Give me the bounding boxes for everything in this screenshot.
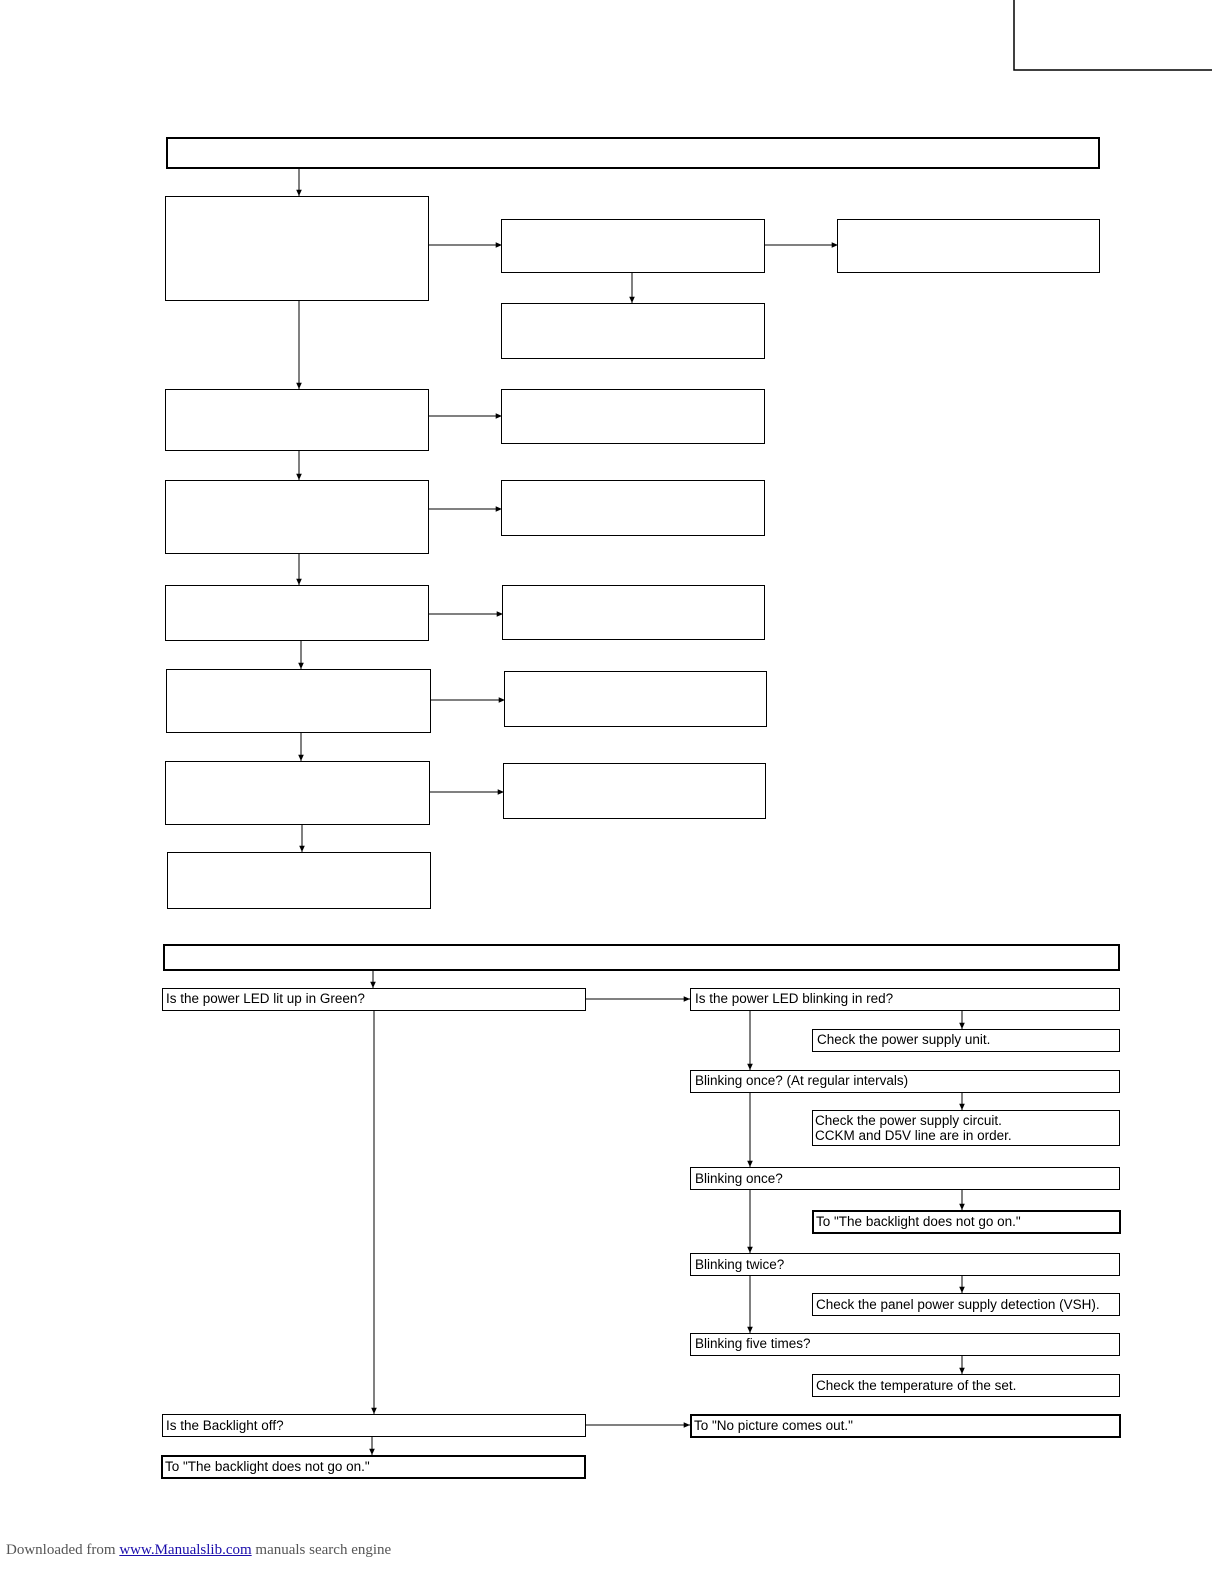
upper-step-box-4 xyxy=(165,585,429,641)
action-to-backlight-not-on-2-box xyxy=(161,1455,586,1479)
action-check-power-supply-circuit-box xyxy=(812,1110,1120,1146)
question-blinking-once-box xyxy=(690,1167,1120,1190)
footer-prefix: Downloaded from xyxy=(6,1542,120,1558)
action-check-power-supply-circuit-line2: CCKM and D5V line are in order. xyxy=(815,1128,1012,1143)
question-blinking-twice: Blinking twice? xyxy=(695,1257,785,1272)
question-blinking-twice-box xyxy=(690,1253,1120,1276)
action-check-temperature-box xyxy=(812,1374,1120,1397)
action-check-panel-power-vsh-box xyxy=(812,1293,1120,1316)
question-power-led-blinking-red-box xyxy=(690,988,1120,1011)
upper-branch-box-1c xyxy=(501,303,765,359)
action-check-temperature: Check the temperature of the set. xyxy=(816,1378,1017,1393)
question-blinking-once: Blinking once? xyxy=(695,1171,783,1186)
upper-step-box-6 xyxy=(165,761,430,825)
action-check-panel-power-vsh: Check the panel power supply detection (… xyxy=(816,1297,1100,1312)
action-to-backlight-not-on-2: To "The backlight does not go on." xyxy=(165,1459,370,1474)
question-backlight-off-box xyxy=(162,1414,586,1437)
upper-step-box-1 xyxy=(165,196,429,301)
corner-bracket xyxy=(1013,0,1212,71)
upper-branch-box-3 xyxy=(501,480,765,536)
question-backlight-off: Is the Backlight off? xyxy=(166,1418,284,1433)
action-check-power-supply-circuit-line1: Check the power supply circuit. xyxy=(815,1113,1002,1128)
question-power-led-green-box xyxy=(162,988,586,1011)
footer-link[interactable]: www.Manualslib.com xyxy=(119,1542,252,1558)
upper-step-box-3 xyxy=(165,480,429,554)
action-check-power-supply-unit-box xyxy=(812,1029,1120,1052)
question-blinking-five-times: Blinking five times? xyxy=(695,1336,811,1351)
action-to-no-picture-box xyxy=(690,1414,1121,1438)
upper-step-box-2 xyxy=(165,389,429,451)
upper-branch-box-1b xyxy=(837,219,1100,273)
footer-suffix: manuals search engine xyxy=(251,1542,392,1558)
upper-branch-box-2 xyxy=(501,389,765,444)
footer: Downloaded from www.Manualslib.com manua… xyxy=(6,1542,391,1559)
question-blinking-once-regular: Blinking once? (At regular intervals) xyxy=(695,1073,909,1088)
upper-step-box-5 xyxy=(166,669,431,733)
upper-branch-box-6 xyxy=(503,763,766,819)
upper-branch-box-4 xyxy=(502,585,765,640)
action-to-backlight-not-on-box xyxy=(812,1210,1121,1234)
upper-step-box-7 xyxy=(167,852,431,909)
action-to-backlight-not-on: To "The backlight does not go on." xyxy=(816,1214,1021,1229)
question-blinking-once-regular-box xyxy=(690,1070,1120,1093)
question-power-led-green: Is the power LED lit up in Green? xyxy=(166,991,365,1006)
action-check-power-supply-unit: Check the power supply unit. xyxy=(817,1032,991,1047)
question-power-led-blinking-red: Is the power LED blinking in red? xyxy=(695,991,894,1006)
lower-flowchart-header-box xyxy=(163,944,1120,971)
upper-flowchart-header-box xyxy=(166,137,1100,169)
question-blinking-five-times-box xyxy=(690,1333,1120,1356)
upper-branch-box-1a xyxy=(501,219,765,273)
action-to-no-picture: To "No picture comes out." xyxy=(694,1418,853,1433)
upper-branch-box-5 xyxy=(504,671,767,727)
